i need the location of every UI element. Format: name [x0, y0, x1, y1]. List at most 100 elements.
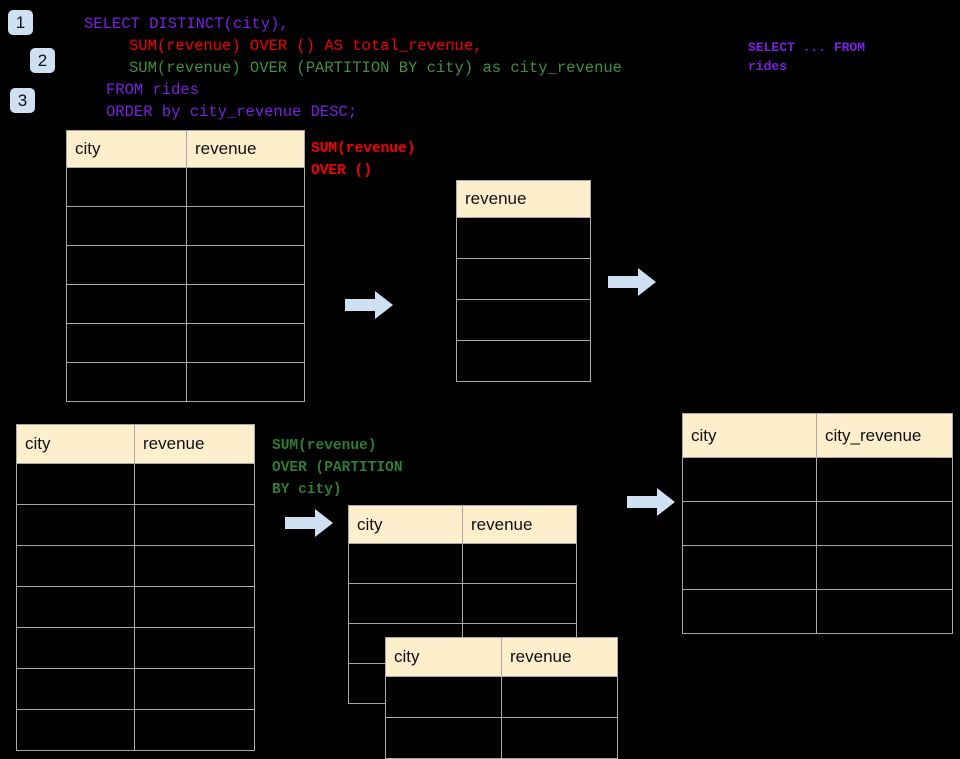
sql-line-3: SUM(revenue) OVER (PARTITION BY city) as… — [129, 59, 622, 77]
sum-over-empty-note: SUM(revenue) OVER () — [311, 141, 416, 179]
table-cell — [134, 545, 255, 587]
table-row — [66, 284, 305, 324]
table-cell — [816, 545, 953, 590]
table-cell — [134, 586, 255, 628]
table-cell — [134, 504, 255, 546]
arrow-source-to-total — [345, 291, 393, 319]
total-revenue-table: revenue — [456, 180, 591, 382]
table-cell — [456, 340, 591, 382]
table-cell — [16, 668, 135, 710]
table-cell — [16, 545, 135, 587]
table-row — [66, 362, 305, 402]
column-header-city: city — [348, 505, 463, 544]
column-header-city: city — [66, 130, 187, 168]
table-cell — [186, 167, 305, 207]
table-row — [16, 709, 255, 751]
column-header-revenue: revenue — [186, 130, 305, 168]
table-cell — [186, 206, 305, 246]
table-row — [682, 457, 953, 502]
table-cell — [682, 501, 817, 546]
table-cell — [682, 457, 817, 502]
table-cell — [456, 258, 591, 300]
sql-line-2: SUM(revenue) OVER () AS total_revenue, — [129, 37, 483, 55]
table-cell — [16, 463, 135, 505]
table-cell — [186, 362, 305, 402]
table-cell — [66, 245, 187, 285]
table-row — [16, 586, 255, 628]
table-row — [682, 545, 953, 590]
diagram-canvas: 1 2 3 SELECT DISTINCT(city), SUM(revenue) O… — [8, 10, 953, 759]
table-header-row: revenue — [456, 180, 591, 218]
table-cell — [66, 167, 187, 207]
column-header-city: city — [385, 637, 502, 677]
table-cell — [16, 586, 135, 628]
column-header-city_revenue: city_revenue — [816, 413, 953, 458]
table-row — [66, 206, 305, 246]
table-cell — [456, 217, 591, 259]
column-header-revenue: revenue — [456, 180, 591, 218]
step-badge-3: 3 — [10, 88, 35, 113]
table-cell — [186, 245, 305, 285]
sql-line-5: ORDER by city_revenue DESC; — [106, 103, 358, 121]
table-cell — [816, 589, 953, 634]
table-cell — [66, 323, 187, 363]
table-row — [16, 504, 255, 546]
sql-line-1: SELECT DISTINCT(city), — [84, 15, 289, 33]
table-row — [456, 217, 591, 259]
table-row — [348, 583, 577, 624]
table-row — [66, 245, 305, 285]
table-cell — [134, 709, 255, 751]
column-header-city: city — [682, 413, 817, 458]
table-cell — [186, 284, 305, 324]
table-cell — [456, 299, 591, 341]
table-cell — [16, 627, 135, 669]
table-cell — [186, 323, 305, 363]
table-row — [16, 668, 255, 710]
table-cell — [348, 583, 463, 624]
table-cell — [16, 504, 135, 546]
table-cell — [385, 717, 502, 759]
table-cell — [462, 583, 577, 624]
table-row — [16, 627, 255, 669]
select-from-rides-note: SELECT ... FROM rides — [748, 40, 866, 74]
column-header-city: city — [16, 424, 135, 464]
table-cell — [816, 501, 953, 546]
table-cell — [66, 362, 187, 402]
table-row — [16, 545, 255, 587]
arrow-source-to-partition — [285, 509, 333, 537]
table-row — [456, 299, 591, 341]
arrow-partition-to-result — [627, 488, 675, 516]
table-cell — [682, 589, 817, 634]
table-cell — [66, 284, 187, 324]
column-header-revenue: revenue — [134, 424, 255, 464]
table-cell — [816, 457, 953, 502]
table-row — [385, 717, 618, 759]
table-cell — [462, 543, 577, 584]
table-row — [16, 463, 255, 505]
table-cell — [66, 206, 187, 246]
table-row — [682, 501, 953, 546]
table-row — [682, 589, 953, 634]
step-badge-1: 1 — [8, 10, 33, 35]
table-row — [456, 340, 591, 382]
table-cell — [385, 676, 502, 718]
step-badge-2: 2 — [30, 48, 55, 73]
table-cell — [16, 709, 135, 751]
table-cell — [348, 543, 463, 584]
table-row — [385, 676, 618, 718]
table-cell — [682, 545, 817, 590]
table-cell — [501, 676, 618, 718]
arrow-total-to-result — [608, 268, 656, 296]
table-cell — [501, 717, 618, 759]
table-row — [456, 258, 591, 300]
sql-line-4: FROM rides — [106, 81, 200, 99]
